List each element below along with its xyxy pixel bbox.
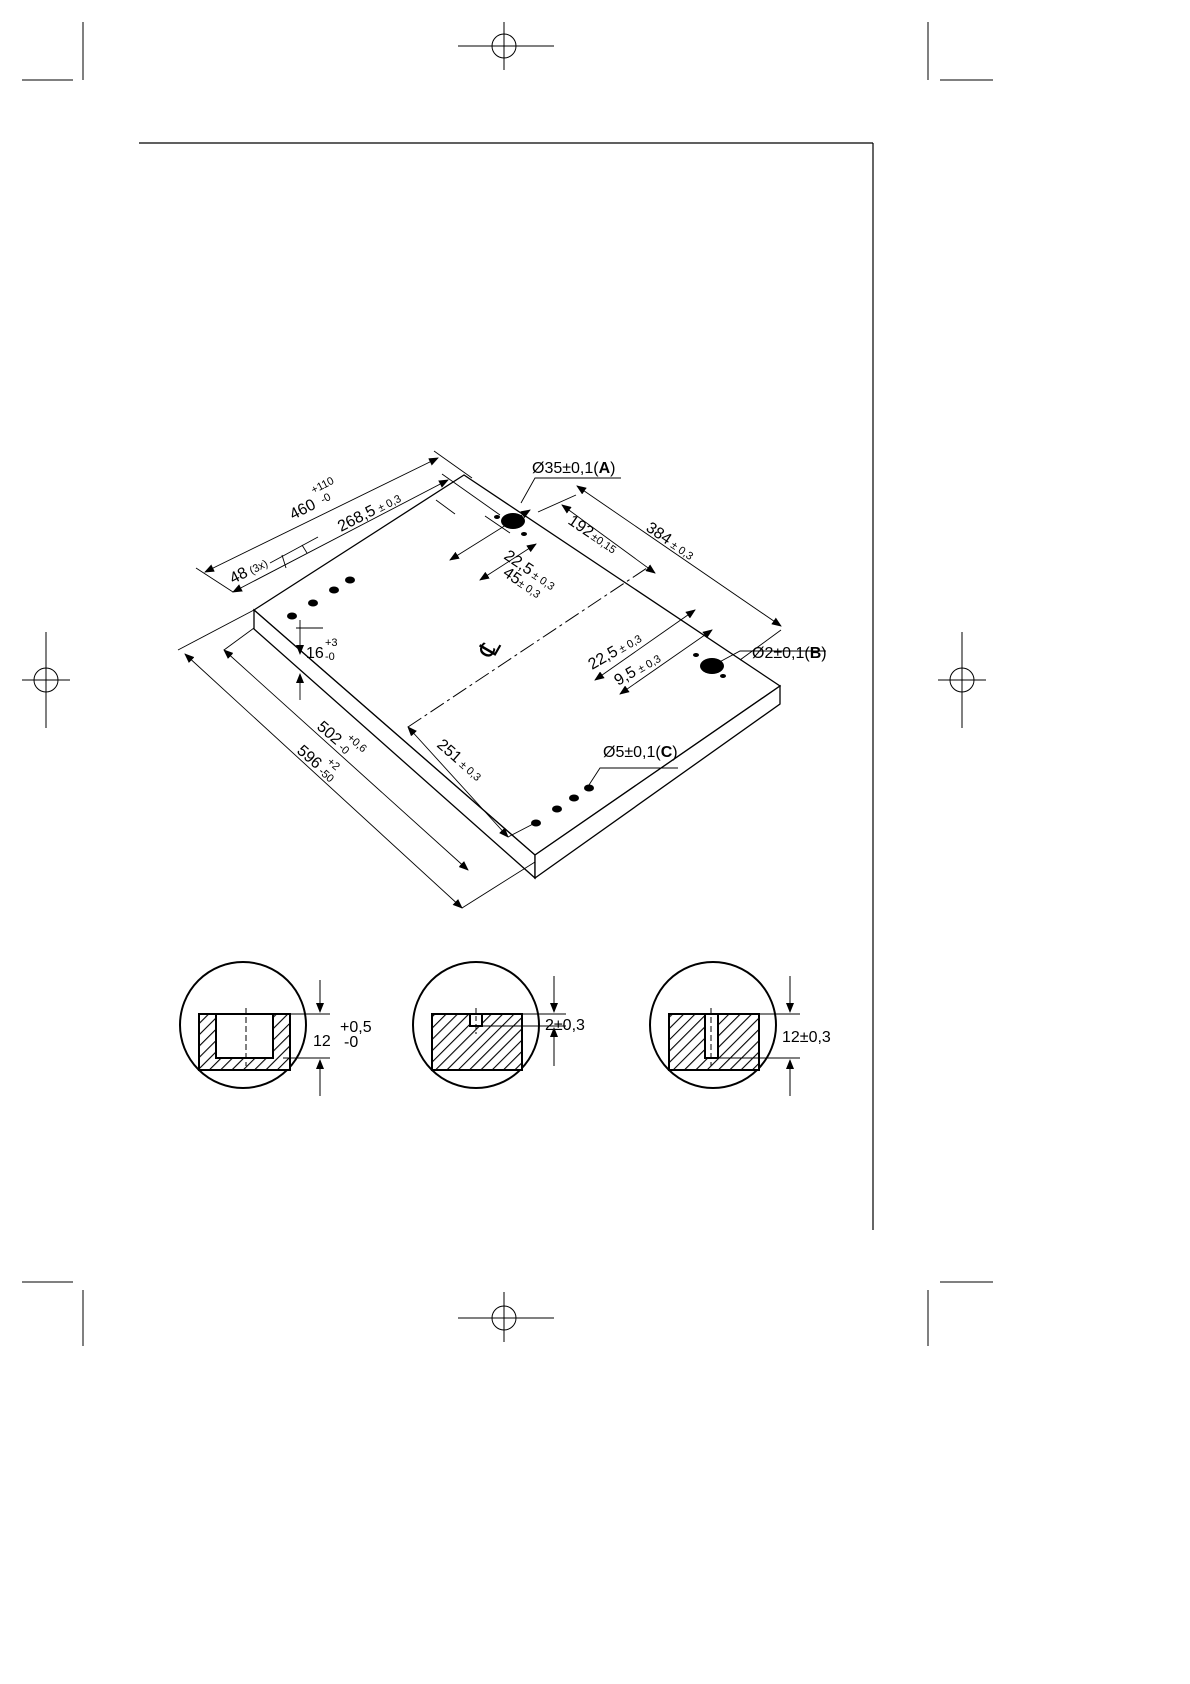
detail-c-depth-12: 12±0,3 bbox=[649, 961, 831, 1096]
detail-a-minus: -0 bbox=[344, 1034, 358, 1051]
pilot-hole-b-bottom-1 bbox=[693, 653, 699, 657]
svg-text:+3: +3 bbox=[325, 637, 338, 649]
pilot-hole-b-top-1 bbox=[494, 515, 500, 519]
svg-text:268,5: 268,5 bbox=[335, 502, 378, 535]
dim-384: 384 ± 0,3 bbox=[643, 519, 695, 563]
screw-hole-c-bottom-3 bbox=[569, 794, 579, 802]
label-hole-c: Ø5±0,1(C) bbox=[603, 744, 678, 761]
detail-a-depth-12: 12 +0,5 -0 bbox=[179, 961, 372, 1096]
label-hole-a: Ø35±0,1(A) bbox=[532, 460, 615, 477]
door-panel bbox=[252, 474, 782, 880]
svg-text:16: 16 bbox=[306, 645, 324, 662]
registration-mark-right bbox=[938, 632, 986, 728]
screw-hole-c-top-4 bbox=[345, 576, 355, 584]
screw-hole-c-top-2 bbox=[308, 599, 318, 607]
dim-48: 48 (3x) bbox=[227, 558, 270, 588]
svg-text:48: 48 bbox=[227, 564, 251, 587]
detail-a-value: 12 bbox=[313, 1033, 331, 1050]
label-hole-b: Ø2±0,1(B) bbox=[752, 645, 827, 662]
svg-text:-0: -0 bbox=[319, 491, 333, 506]
svg-text:460: 460 bbox=[287, 496, 319, 523]
screw-hole-c-bottom-1 bbox=[531, 819, 541, 827]
crop-marks bbox=[22, 22, 993, 1346]
detail-c-value: 12±0,3 bbox=[782, 1029, 831, 1046]
registration-mark-left bbox=[22, 632, 70, 728]
svg-text:+0,6: +0,6 bbox=[345, 732, 369, 755]
screw-hole-c-bottom-4 bbox=[584, 784, 594, 792]
svg-text:596: 596 bbox=[293, 742, 324, 772]
svg-text:-0: -0 bbox=[325, 651, 335, 663]
registration-mark-bottom bbox=[458, 1292, 554, 1342]
detail-a-plus: +0,5 bbox=[340, 1019, 372, 1036]
pilot-hole-b-bottom-2 bbox=[720, 674, 726, 678]
detail-b-depth-2: 2±0,3 bbox=[412, 961, 585, 1089]
registration-mark-top bbox=[458, 22, 554, 70]
screw-hole-c-bottom-2 bbox=[552, 805, 562, 813]
screw-hole-c-top-3 bbox=[329, 586, 339, 594]
dim-16: 16 +3 -0 bbox=[306, 637, 338, 663]
pilot-hole-b-top-2 bbox=[521, 532, 527, 536]
page-frame bbox=[139, 142, 874, 1230]
panel-right-edge bbox=[534, 684, 781, 880]
svg-text:± 0,3: ± 0,3 bbox=[668, 539, 695, 563]
svg-text:± 0,3: ± 0,3 bbox=[376, 493, 403, 515]
dim-460: 460 +110 -0 bbox=[287, 475, 336, 524]
screw-hole-c-top-1 bbox=[287, 612, 297, 620]
detail-b-value: 2±0,3 bbox=[545, 1017, 585, 1034]
svg-text:502: 502 bbox=[313, 718, 344, 748]
svg-text:384: 384 bbox=[643, 519, 675, 548]
dimension-lines bbox=[177, 450, 826, 909]
